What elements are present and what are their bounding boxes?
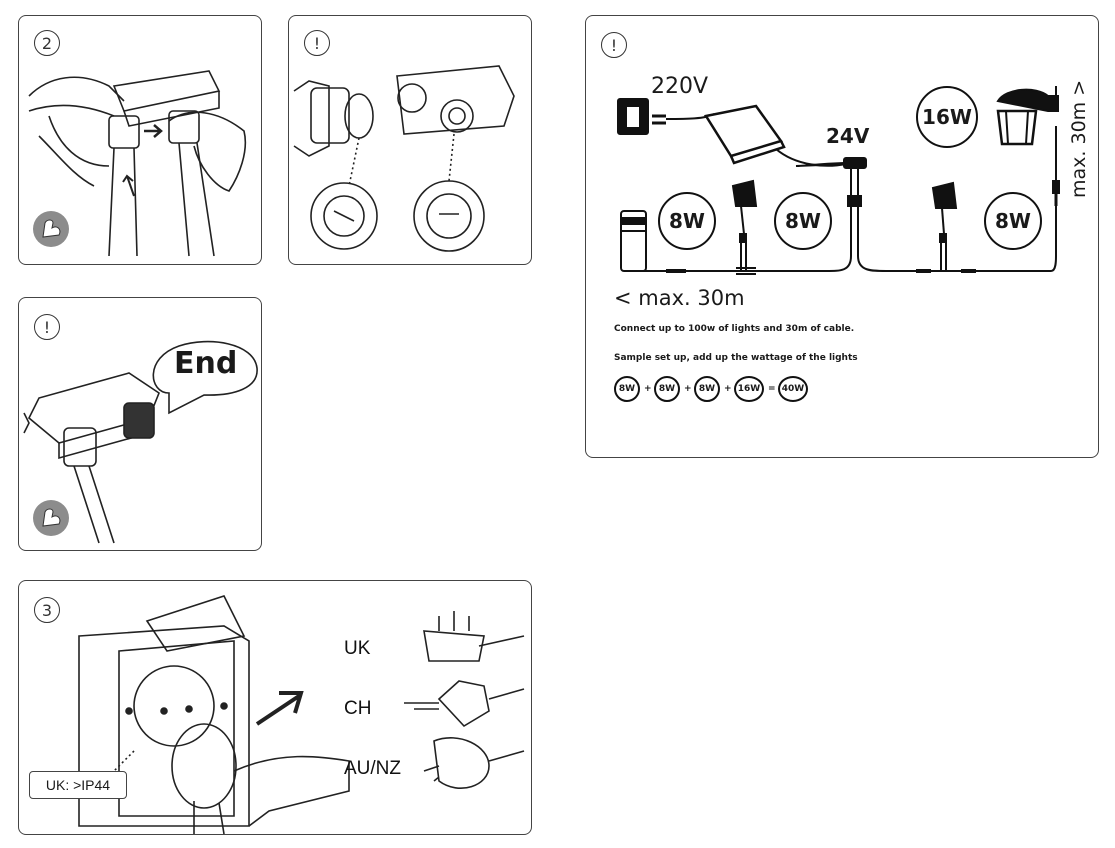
- equation-term: 8W: [614, 376, 640, 402]
- connect-note: Connect up to 100w of lights and 30m of …: [614, 324, 855, 334]
- panel-wiring-diagram: !: [585, 15, 1099, 458]
- light-wattage-badge: 8W: [658, 192, 716, 250]
- end-label: End: [174, 346, 238, 381]
- equation-term: 8W: [694, 376, 720, 402]
- light-wattage-badge: 8W: [984, 192, 1042, 250]
- hands-connecting-illustration: [28, 70, 247, 257]
- warning-badge: !: [34, 314, 60, 340]
- plug-label-uk: UK: [344, 638, 371, 659]
- connector-thread-illustration: [293, 65, 515, 252]
- equation-operator: +: [644, 384, 652, 394]
- equation-operator: +: [724, 384, 732, 394]
- equation-operator: =: [768, 384, 776, 394]
- panel-outdoor-socket: 3 UK CH AU/NZ UK: >IP4: [18, 580, 532, 835]
- panel-connect-cables: 2: [18, 15, 262, 265]
- warning-badge: !: [304, 30, 330, 56]
- step-number-badge: 3: [34, 597, 60, 623]
- step-number-badge: 2: [34, 30, 60, 56]
- panel-end-cap: ! End: [18, 297, 262, 551]
- plug-label-au-nz: AU/NZ: [344, 758, 401, 779]
- low-voltage-label: 24V: [826, 124, 870, 148]
- equation-term: 8W: [654, 376, 680, 402]
- end-speech-bubble: [23, 340, 258, 544]
- mains-voltage-label: 220V: [651, 74, 709, 99]
- strength-arm-icon: [33, 211, 69, 247]
- max-cable-vertical: max. 30m >: [1068, 79, 1090, 198]
- wiring-diagram-illustration: [617, 86, 1060, 275]
- equation-term: 16W: [734, 376, 764, 402]
- equation-total: 40W: [778, 376, 808, 402]
- warning-badge: !: [601, 32, 627, 58]
- panel-thread-alignment: !: [288, 15, 532, 265]
- light-wattage-badge: 16W: [916, 86, 978, 148]
- light-wattage-badge: 8W: [774, 192, 832, 250]
- sample-note: Sample set up, add up the wattage of the…: [614, 353, 858, 363]
- equation-operator: +: [684, 384, 692, 394]
- strength-arm-icon: [33, 500, 69, 536]
- ip-rating-label: UK: >IP44: [29, 771, 127, 799]
- max-cable-horizontal: < max. 30m: [614, 286, 745, 310]
- plug-label-ch: CH: [344, 698, 372, 719]
